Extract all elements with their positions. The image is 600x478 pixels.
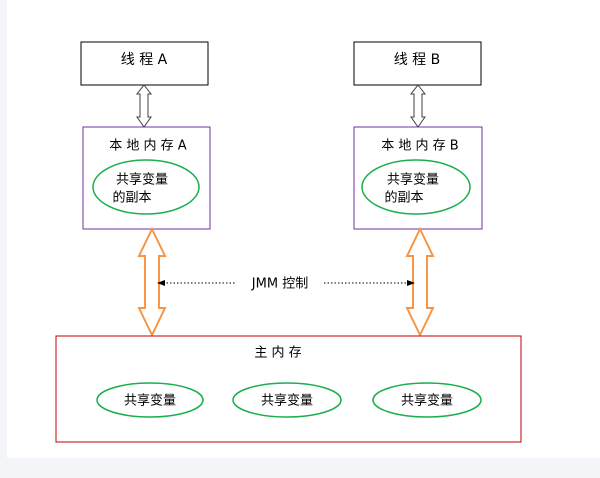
thread-b-label: 线 程 B [394, 52, 441, 68]
jmm-left-arrowhead [157, 280, 165, 286]
thread-b-sync-arrow [409, 84, 427, 128]
local-memory-a-copy-line1: 共享变量 [116, 172, 168, 188]
local-memory-b-copy-line1: 共享变量 [387, 172, 439, 188]
thread-a-label: 线 程 A [121, 52, 168, 68]
thread-a-box [80, 41, 209, 86]
local-memory-a-title: 本 地 内 存 A [109, 138, 187, 154]
thread-a-node: 线 程 A [80, 41, 209, 86]
shared-variable-ellipse-1 [96, 382, 204, 418]
left-margin-strip [0, 0, 7, 478]
local-memory-a-copy-line2: 的副本 [112, 190, 151, 206]
jmm-control-label: JMM 控制 [251, 277, 308, 292]
local-memory-a-node: 本 地 内 存 A 共享变量 的副本 [82, 126, 211, 230]
main-memory-title: 主 内 存 [254, 345, 301, 361]
shared-variable-ellipse-3 [372, 382, 482, 418]
shared-variable-label-1: 共享变量 [124, 393, 176, 409]
local-a-main-arrow [137, 226, 167, 338]
jmm-control-connector: JMM 控制 [157, 277, 415, 292]
local-memory-b-title: 本 地 内 存 B [381, 138, 458, 154]
local-b-main-arrow [405, 226, 435, 338]
shared-variable-label-3: 共享变量 [401, 393, 453, 409]
jmm-right-arrowhead [407, 280, 415, 286]
local-memory-b-node: 本 地 内 存 B 共享变量 的副本 [353, 126, 483, 230]
thread-b-node: 线 程 B [353, 41, 482, 86]
local-memory-a-copy-ellipse [92, 159, 200, 215]
shared-variable-ellipse-2 [232, 382, 342, 418]
main-memory-node: 主 内 存 共享变量 共享变量 共享变量 [55, 335, 522, 443]
shared-variable-label-2: 共享变量 [261, 393, 313, 409]
local-memory-b-copy-ellipse [361, 159, 471, 215]
thread-a-sync-arrow [135, 84, 153, 128]
local-memory-b-copy-line2: 的副本 [384, 190, 423, 206]
bottom-margin-strip [0, 458, 600, 478]
thread-b-box [353, 41, 482, 86]
